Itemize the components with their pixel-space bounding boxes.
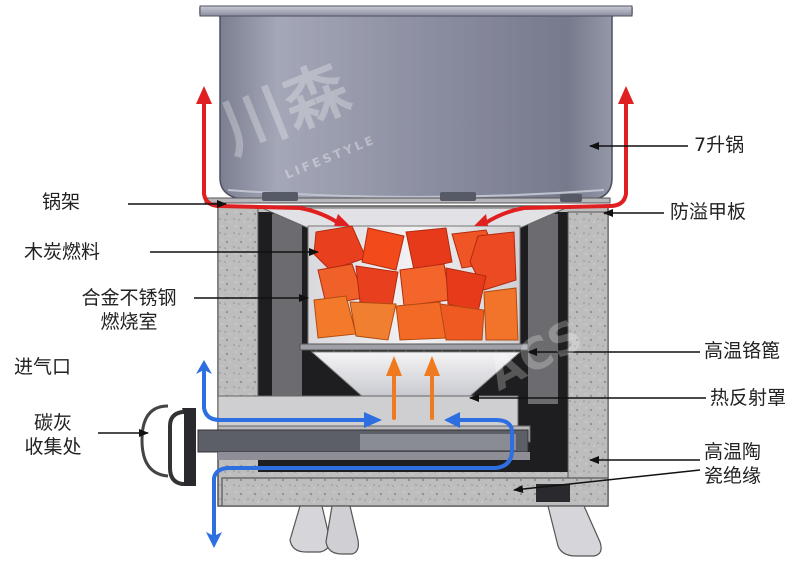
cold-air-flow [202,370,514,542]
label-ash-line2: 收集处 [24,436,82,458]
label-insulation-line1: 高温陶 [704,441,762,463]
label-overflow-plate: 防溢甲板 [670,201,747,223]
label-chamber-line1: 合金不锈钢 [81,287,177,309]
label-charcoal-fuel: 木炭燃料 [24,241,101,263]
hot-air-arrowheads [196,86,634,226]
leader-lines [98,142,706,494]
label-pot-rack: 锅架 [42,191,81,213]
rising-heat-arrowheads [386,356,440,376]
stove-legs [289,505,602,557]
label-ash-line1: 碳灰 [33,412,72,434]
rising-heat-flow [392,370,434,420]
label-heat-reflector: 热反射罩 [710,387,787,409]
label-grate: 高温铬篦 [704,340,781,362]
label-ash: 碳灰 收集处 [10,411,96,459]
label-air-inlet: 进气口 [14,356,72,378]
charcoal-fuel [313,225,519,341]
label-insulation: 高温陶 瓷绝缘 [704,440,761,488]
cold-air-arrowheads [196,360,460,548]
label-insulation-line2: 瓷绝缘 [704,465,762,487]
label-pot: 7升锅 [694,134,745,156]
label-chamber-line2: 燃烧室 [100,311,158,333]
label-chamber: 合金不锈钢 燃烧室 [64,286,194,334]
leader-insulation-2 [513,469,701,494]
pot [199,5,633,201]
stove-base [221,477,609,507]
